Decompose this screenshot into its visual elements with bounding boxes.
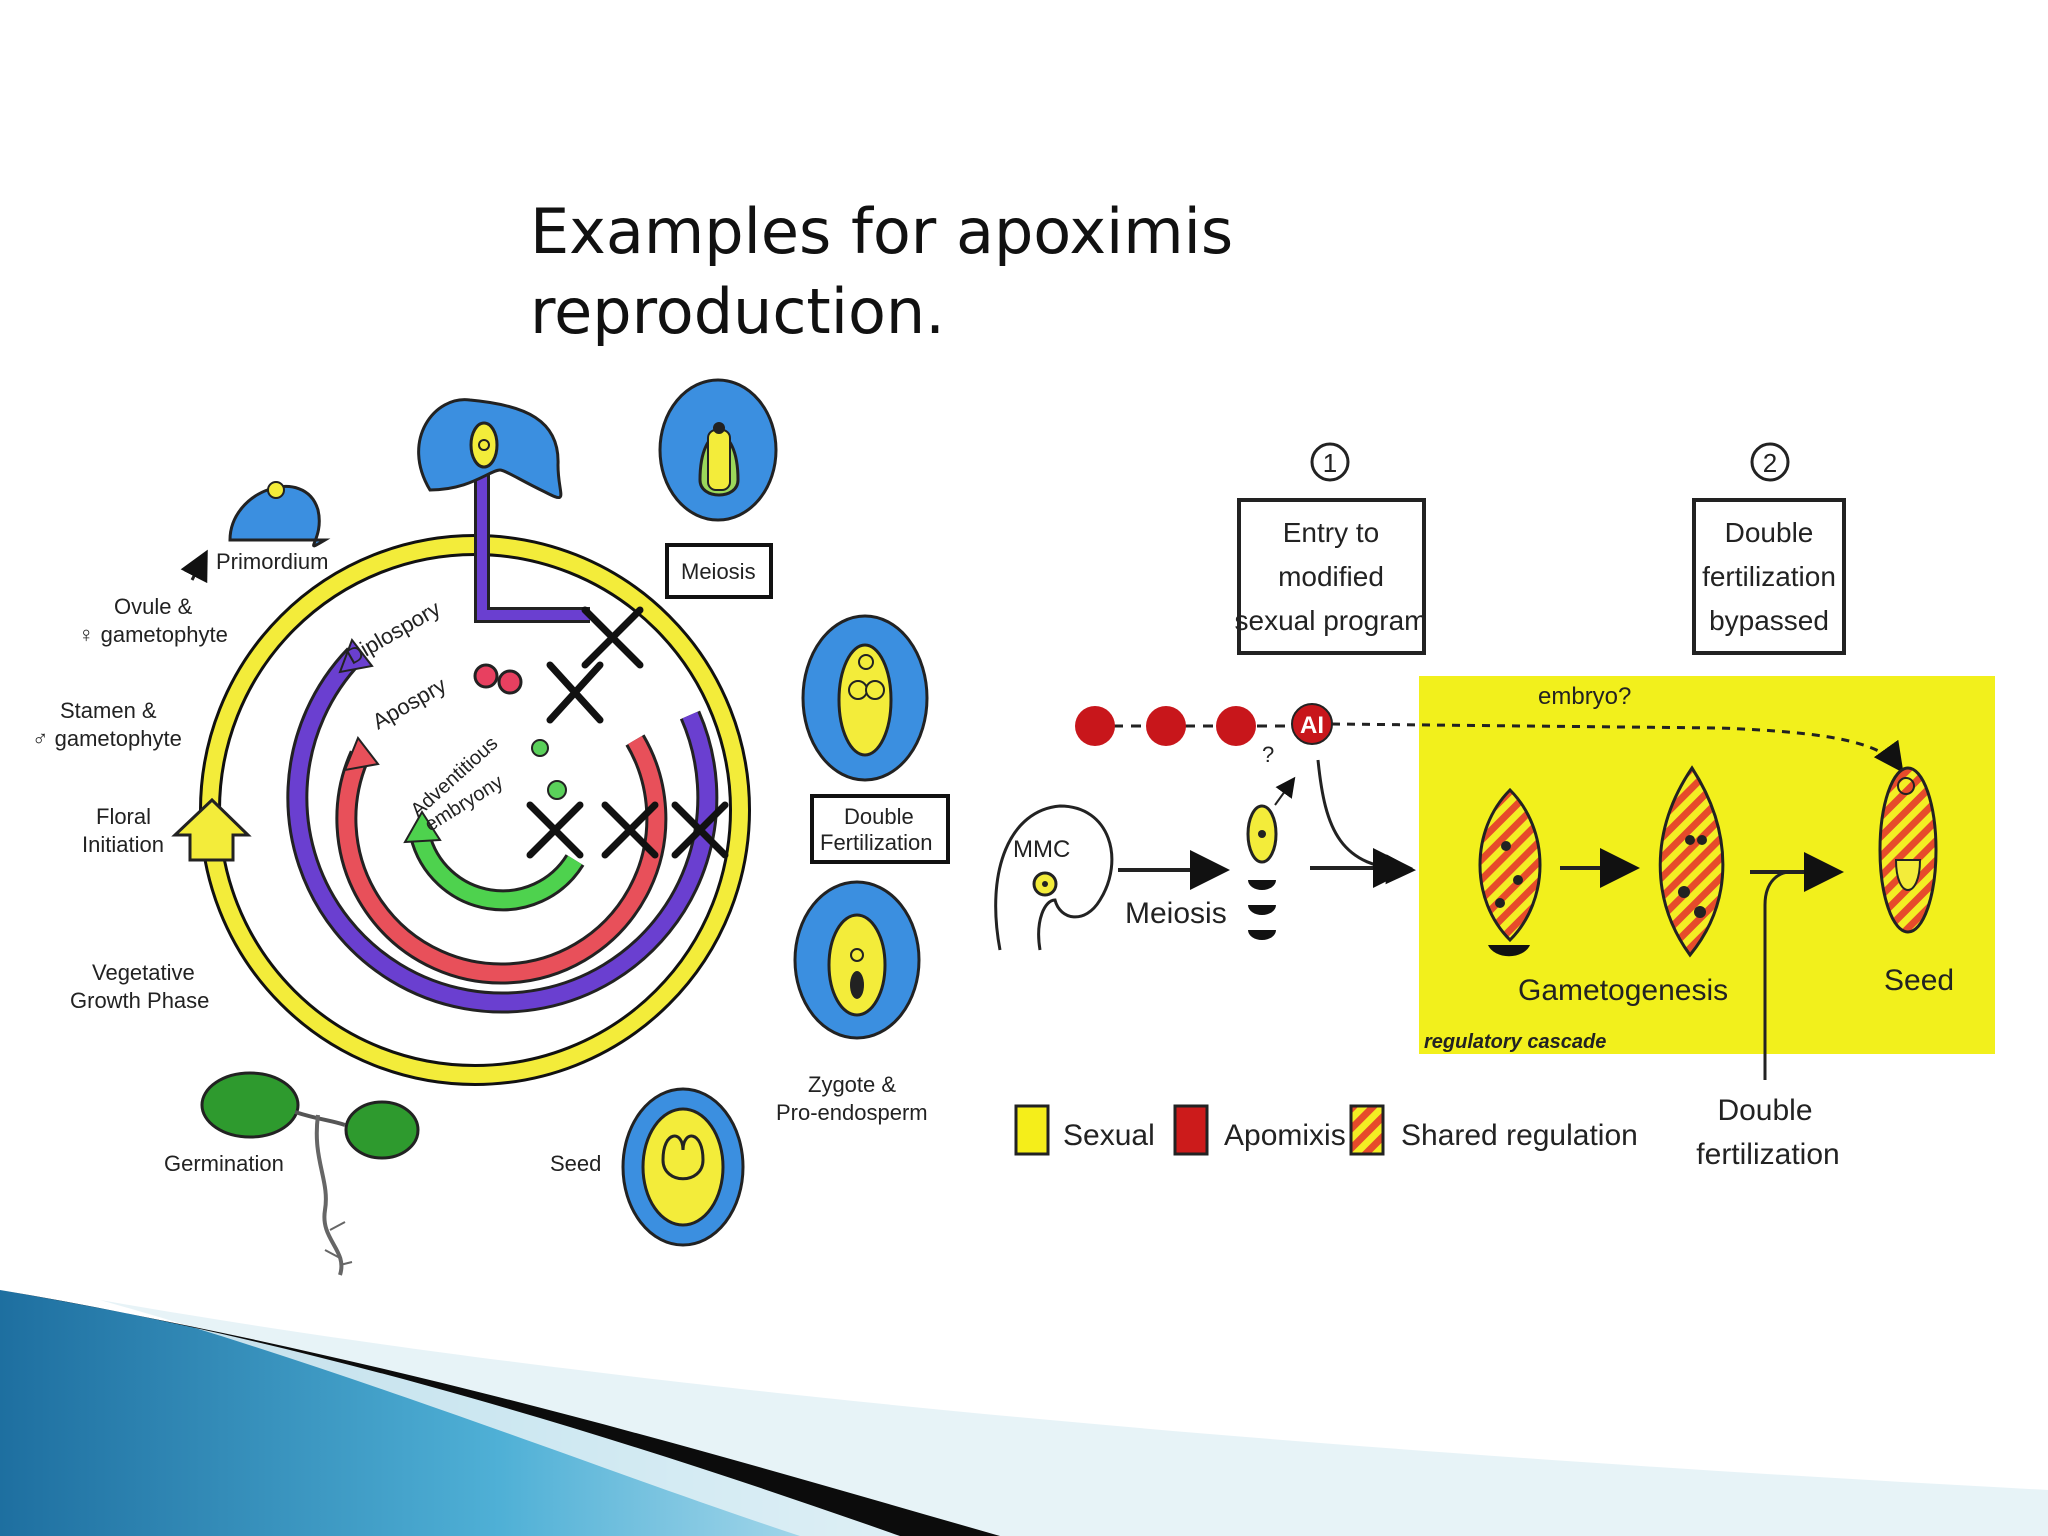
label-primordium: Primordium bbox=[216, 549, 328, 574]
label-meiosis-box: Meiosis bbox=[681, 559, 756, 584]
step2-number: 2 bbox=[1763, 448, 1777, 478]
double-fert-line1: Double bbox=[1717, 1094, 1812, 1127]
label-vegetative-line2: Growth Phase bbox=[70, 988, 209, 1013]
primordium-cell bbox=[228, 485, 331, 548]
floral-initiation-arrow bbox=[171, 797, 252, 862]
step1-number: 1 bbox=[1323, 448, 1337, 478]
regulation-seed bbox=[1878, 766, 1938, 934]
regulation-panel: 1 Entry to modified sexual program 2 Dou… bbox=[994, 442, 1995, 1171]
legend-swatch-sexual bbox=[1014, 1104, 1050, 1156]
question-mark: ? bbox=[1262, 742, 1274, 767]
germination-seedling bbox=[200, 1071, 420, 1276]
step1-box bbox=[1237, 498, 1426, 655]
mmc-label: MMC bbox=[1013, 836, 1070, 863]
label-floral-line2: Initiation bbox=[82, 832, 164, 857]
legend-swatch-shared bbox=[1349, 1104, 1385, 1156]
label-ovule-line1: Ovule & bbox=[114, 594, 193, 619]
ai-label: AI bbox=[1300, 712, 1324, 739]
step2-line3: bypassed bbox=[1709, 605, 1829, 636]
adventitious-arrowhead bbox=[403, 810, 442, 844]
step1-line3: sexual program bbox=[1235, 605, 1428, 636]
label-seed: Seed bbox=[550, 1151, 601, 1176]
label-zygote-line1: Zygote & bbox=[808, 1072, 896, 1097]
embryo-dashed-path bbox=[1331, 722, 1904, 773]
label-vegetative-line1: Vegetative bbox=[92, 960, 195, 985]
diplospory-arrowhead bbox=[338, 637, 374, 674]
slide-title: Examples for apoximis reproduction. bbox=[530, 195, 1234, 348]
gametogenesis-cell-2 bbox=[1658, 765, 1725, 958]
step1-line2: modified bbox=[1278, 561, 1384, 592]
blocked-step-crosses bbox=[526, 606, 729, 859]
meiosis-label: Meiosis bbox=[1125, 897, 1227, 930]
step2-box bbox=[1692, 498, 1846, 655]
gametogenesis-label: Gametogenesis bbox=[1518, 974, 1728, 1007]
ai-question-arrow bbox=[1274, 776, 1296, 806]
label-stamen-line1: Stamen & bbox=[60, 698, 157, 723]
double-fertilization-box bbox=[810, 794, 950, 864]
legend-label-apomixis: Apomixis bbox=[1224, 1119, 1346, 1152]
legend-label-sexual: Sexual bbox=[1063, 1119, 1155, 1152]
legend-swatch-apomixis bbox=[1173, 1104, 1209, 1156]
step2-line1: Double bbox=[1725, 517, 1814, 548]
double-fert-line2: fertilization bbox=[1696, 1138, 1839, 1171]
legend-label-shared: Shared regulation bbox=[1401, 1119, 1638, 1152]
step2-circle bbox=[1750, 442, 1790, 482]
seed-label: Seed bbox=[1884, 964, 1954, 997]
step1-line1: Entry to bbox=[1283, 517, 1379, 548]
gametogenesis-cell-1 bbox=[1478, 787, 1542, 943]
life-cycle-panel: Primordium Ovule & ♀ gametophyte Stamen … bbox=[32, 378, 950, 1276]
label-germination: Germination bbox=[164, 1151, 284, 1176]
label-floral-line1: Floral bbox=[96, 804, 151, 829]
step1-circle bbox=[1310, 442, 1350, 482]
label-zygote-line2: Pro-endosperm bbox=[776, 1100, 928, 1125]
label-apospry: Apospry bbox=[368, 672, 450, 734]
step2-line2: fertilization bbox=[1702, 561, 1836, 592]
label-ovule-line2: ♀ gametophyte bbox=[78, 622, 228, 647]
ai-entry-arrow bbox=[1316, 759, 1416, 885]
apospory-arrowhead bbox=[343, 736, 380, 772]
legend: Sexual Apomixis Shared regulation bbox=[1014, 1104, 1638, 1156]
label-double-line1: Double bbox=[844, 804, 914, 829]
label-double-line2: Fertilization bbox=[820, 830, 932, 855]
apospory-cells bbox=[473, 663, 567, 800]
label-diplospory: Diplospory bbox=[342, 596, 445, 670]
label-stamen-line2: ♂ gametophyte bbox=[32, 726, 182, 751]
apomixis-dot-chain bbox=[1075, 703, 1333, 746]
regulatory-cascade-label: regulatory cascade bbox=[1424, 1031, 1606, 1053]
meiosis-box bbox=[665, 543, 773, 599]
embryo-label: embryo? bbox=[1538, 683, 1631, 710]
